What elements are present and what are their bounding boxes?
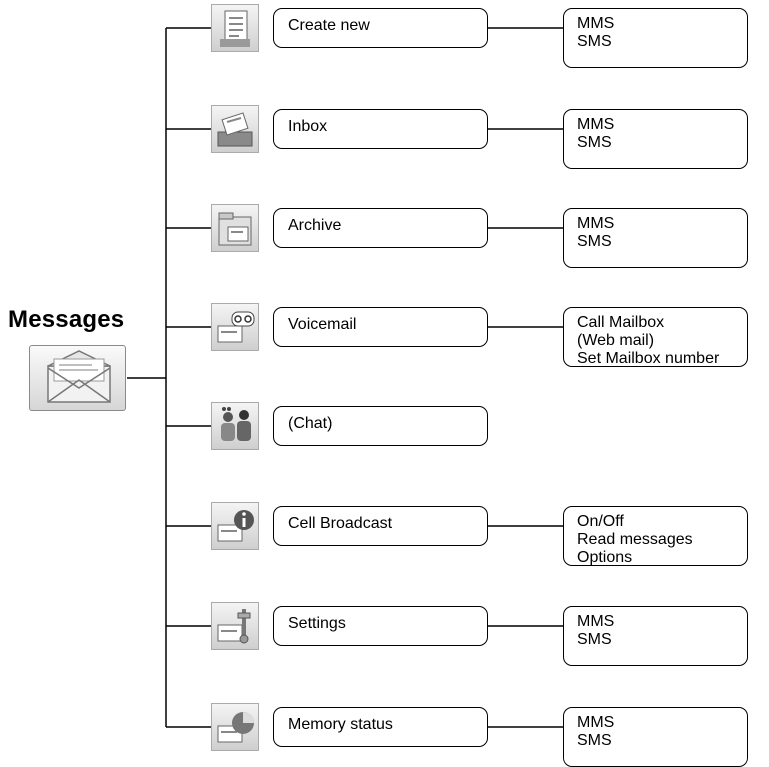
submenu-option[interactable]: MMS: [577, 116, 615, 133]
submenu-option[interactable]: SMS: [577, 134, 612, 151]
submenu-option[interactable]: SMS: [577, 233, 612, 250]
menu-item-create-new[interactable]: Create new: [273, 8, 488, 48]
inbox-icon: [211, 105, 259, 153]
menu-item-label: Settings: [288, 615, 346, 632]
archive-icon: [211, 204, 259, 252]
menu-item-settings[interactable]: Settings: [273, 606, 488, 646]
menu-item-memory-status[interactable]: Memory status: [273, 707, 488, 747]
settings-icon: [211, 602, 259, 650]
envelope-icon: [29, 345, 126, 411]
menu-item-voicemail[interactable]: Voicemail: [273, 307, 488, 347]
submenu-option[interactable]: Call Mailbox: [577, 314, 665, 331]
create-new-icon: [211, 4, 259, 52]
submenu-option[interactable]: MMS: [577, 714, 615, 731]
chat-icon: [211, 402, 259, 450]
root-title: Messages: [8, 306, 125, 333]
submenu-option[interactable]: Options: [577, 549, 633, 566]
submenu-option[interactable]: MMS: [577, 15, 615, 32]
menu-item-cell-broadcast[interactable]: Cell Broadcast: [273, 506, 488, 546]
submenu-option[interactable]: On/Off: [577, 513, 624, 530]
info-icon: [211, 502, 259, 550]
menu-item-label: (Chat): [288, 415, 333, 432]
menu-item-label: Archive: [288, 217, 342, 234]
submenu-option[interactable]: (Web mail): [577, 332, 655, 349]
menu-item-inbox[interactable]: Inbox: [273, 109, 488, 149]
submenu-option[interactable]: SMS: [577, 33, 612, 50]
submenu-option[interactable]: Read messages: [577, 531, 693, 548]
submenu-option[interactable]: SMS: [577, 631, 612, 648]
submenu-option[interactable]: Set Mailbox number: [577, 350, 720, 367]
menu-item-label: Memory status: [288, 716, 393, 733]
menu-item-label: Cell Broadcast: [288, 515, 393, 532]
menu-item-label: Create new: [288, 17, 370, 34]
voicemail-icon: [211, 303, 259, 351]
submenu-option[interactable]: MMS: [577, 215, 615, 232]
menu-item-archive[interactable]: Archive: [273, 208, 488, 248]
pie-chart-icon: [211, 703, 259, 751]
menu-item-label: Inbox: [288, 118, 328, 135]
submenu-option[interactable]: SMS: [577, 732, 612, 749]
menu-item-chat[interactable]: (Chat): [273, 406, 488, 446]
submenu-voicemail: Call Mailbox(Web mail)Set Mailbox number: [563, 307, 748, 367]
submenu-option[interactable]: MMS: [577, 613, 615, 630]
menu-item-label: Voicemail: [288, 316, 357, 333]
